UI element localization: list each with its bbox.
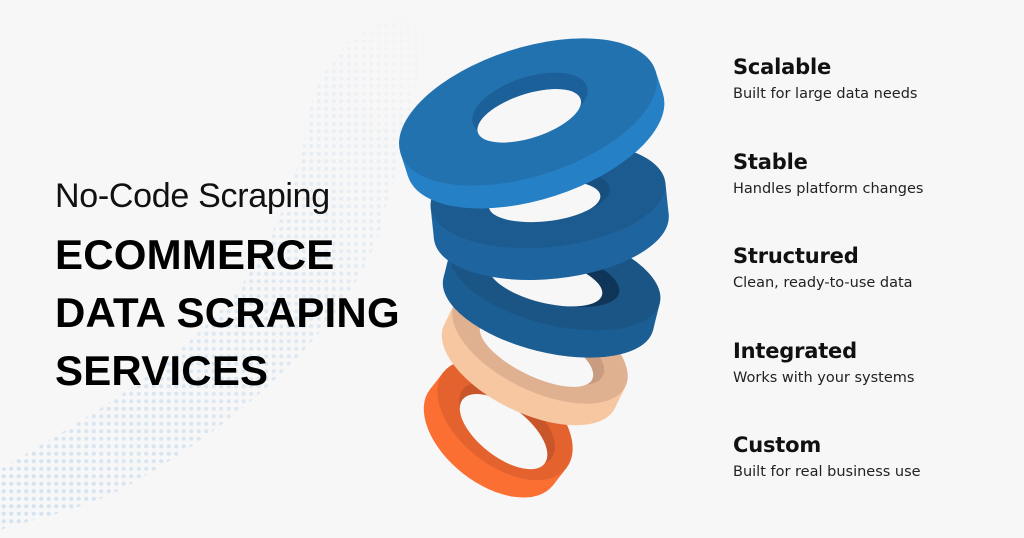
feature-description: Built for large data needs xyxy=(733,86,918,102)
headline-line-2: DATA SCRAPING xyxy=(55,289,400,336)
feature-description: Handles platform changes xyxy=(733,180,924,197)
hero-subtitle: No-Code Scraping xyxy=(55,177,330,215)
feature-structured: Structured Clean, ready-to-use data xyxy=(733,241,1013,336)
ring-1-bright-blue xyxy=(399,38,665,209)
feature-title: Stable xyxy=(733,149,808,174)
headline-line-1: ECOMMERCE xyxy=(55,231,335,278)
stacked-rings-illustration xyxy=(399,38,669,498)
feature-title: Scalable xyxy=(733,55,831,79)
feature-scalable: Scalable Built for large data needs xyxy=(733,52,1013,147)
feature-stable: Stable Handles platform changes xyxy=(733,147,1013,242)
features-list: Scalable Built for large data needs Stab… xyxy=(733,52,1013,525)
feature-description: Clean, ready-to-use data xyxy=(733,275,913,291)
feature-title: Custom xyxy=(733,433,822,457)
hero-headline: ECOMMERCE DATA SCRAPING SERVICES xyxy=(55,226,400,400)
feature-description: Works with your systems xyxy=(733,369,915,386)
feature-title: Structured xyxy=(733,244,859,268)
feature-custom: Custom Built for real business use xyxy=(733,430,1013,525)
feature-title: Integrated xyxy=(733,338,857,363)
feature-integrated: Integrated Works with your systems xyxy=(733,336,1013,431)
feature-description: Built for real business use xyxy=(733,464,921,480)
hero-text: No-Code Scraping ECOMMERCE DATA SCRAPING… xyxy=(55,176,400,400)
headline-line-3: SERVICES xyxy=(55,347,269,394)
